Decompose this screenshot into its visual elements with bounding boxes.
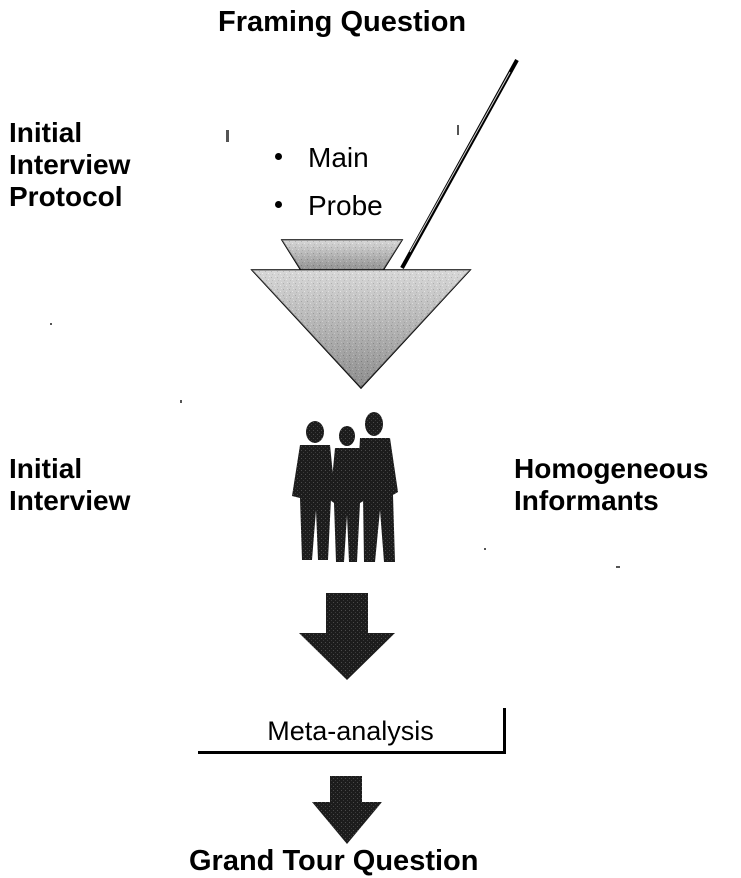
scan-specks [50,125,620,568]
bullet-dot [275,201,282,209]
people-silhouette-icon [292,412,398,562]
homogeneous-informants-label: Homogeneous Informants [514,453,708,517]
initial-interview-label: Initial Interview [9,453,130,517]
grand-tour-question-title: Grand Tour Question [189,845,479,877]
meta-analysis-label: Meta-analysis [267,716,434,746]
list-item: Main [275,134,383,182]
bullet-text-probe: Probe [308,190,383,221]
framing-question-title: Framing Question [218,6,467,38]
label-line: Initial [9,453,83,484]
label-line: Protocol [9,181,123,213]
label-line: Initial [9,117,83,148]
down-arrow-icon [299,593,395,680]
meta-analysis-box: Meta-analysis [198,708,506,754]
list-item: Probe [275,182,383,230]
protocol-bullet-list: Main Probe [275,134,383,230]
bullet-dot [275,153,282,161]
label-line: Homogeneous [514,453,709,484]
bullet-text-main: Main [308,142,369,173]
funnel-icon [250,59,519,390]
label-line: Interview [9,149,131,181]
initial-interview-protocol-label: Initial Interview Protocol [9,117,130,214]
down-arrow-icon [312,776,382,844]
label-line: Informants [514,485,659,517]
label-line: Interview [9,485,131,517]
